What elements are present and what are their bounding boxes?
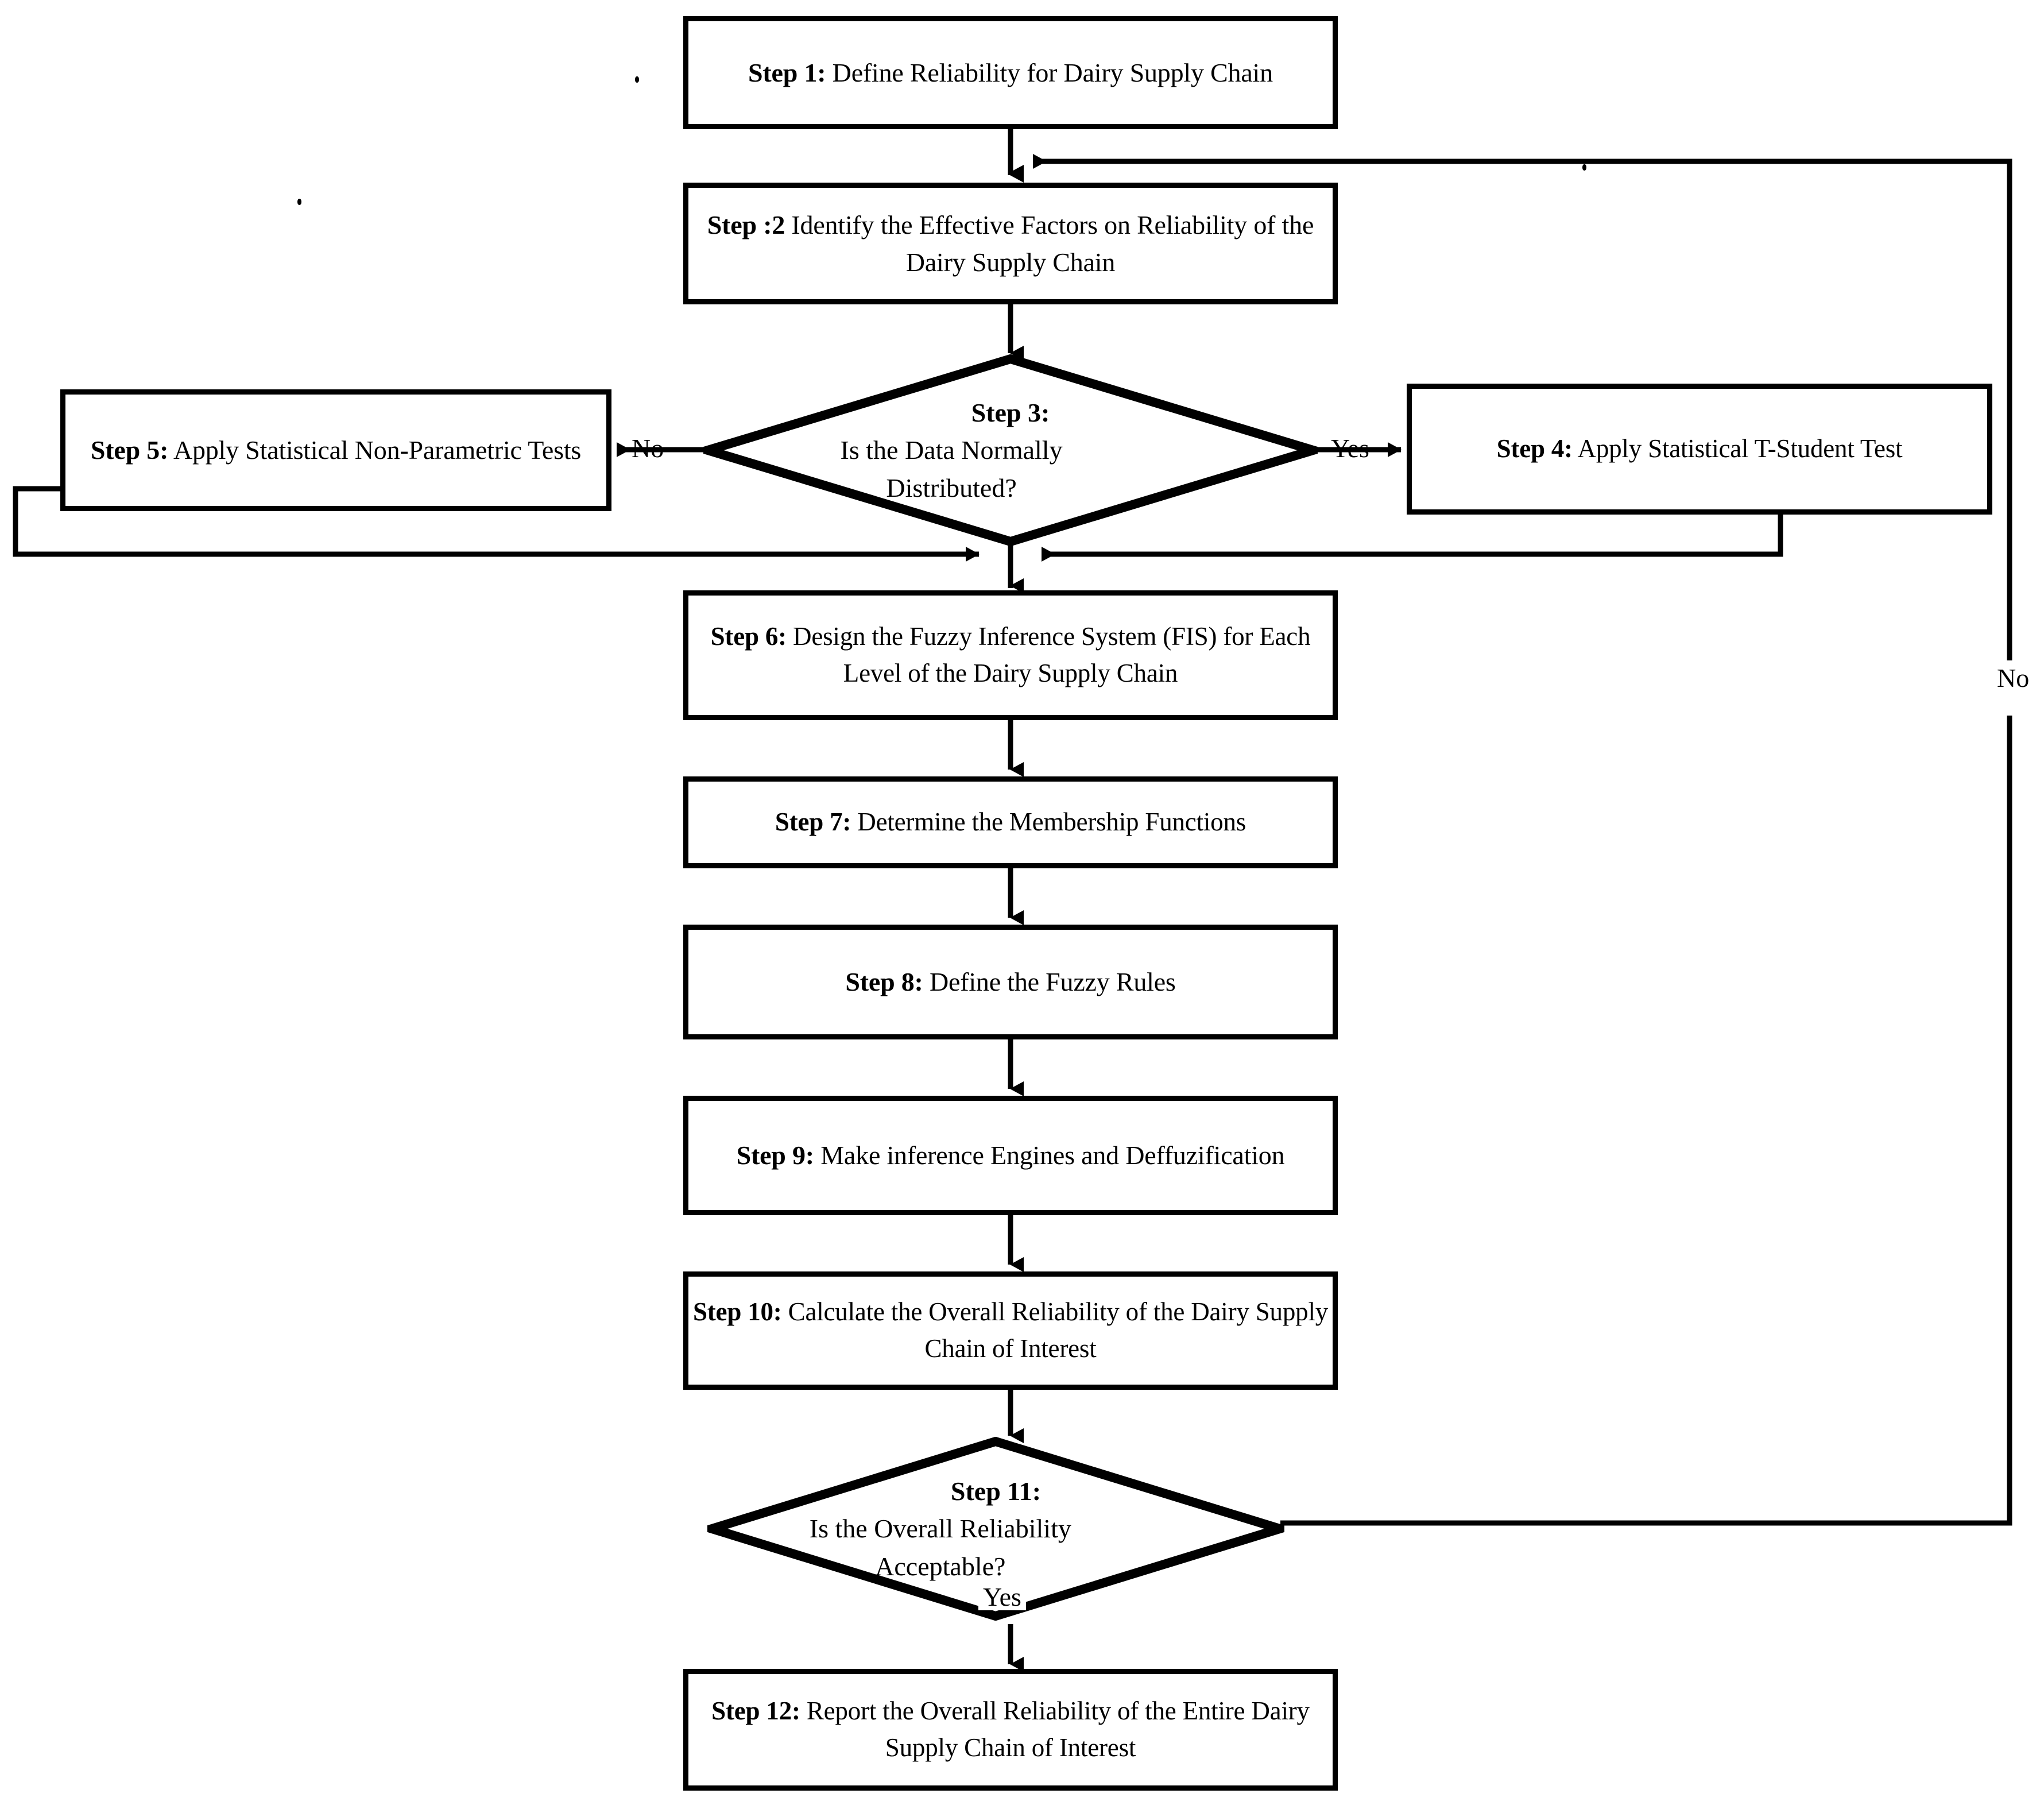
node-step-7-label: Step 7: Determine the Membership Functio… xyxy=(775,807,1246,837)
node-step-2[interactable]: Step :2 Identify the Effective Factors o… xyxy=(683,183,1338,304)
node-step-5[interactable]: Step 5: Apply Statistical Non-Parametric… xyxy=(60,389,611,511)
edge-label-step11-yes: Yes xyxy=(978,1584,1026,1610)
node-step-3[interactable]: Step 3: Is the Data Normally Distributed… xyxy=(692,354,1329,547)
node-step-6[interactable]: Step 6: Design the Fuzzy Inference Syste… xyxy=(683,590,1338,720)
node-step-4-label: Step 4: Apply Statistical T-Student Test xyxy=(1496,434,1903,463)
edge-label-step11-no: No xyxy=(1993,665,2033,691)
node-step-10[interactable]: Step 10: Calculate the Overall Reliabili… xyxy=(683,1271,1338,1390)
node-step-8[interactable]: Step 8: Define the Fuzzy Rules xyxy=(683,925,1338,1039)
node-step-5-label: Step 5: Apply Statistical Non-Parametric… xyxy=(90,435,582,465)
node-step-9-label: Step 9: Make inference Engines and Deffu… xyxy=(736,1141,1285,1170)
scan-speck-left xyxy=(297,199,301,205)
node-step-12[interactable]: Step 12: Report the Overall Reliability … xyxy=(683,1669,1338,1791)
scan-speck-upper xyxy=(635,76,639,83)
node-step-9[interactable]: Step 9: Make inference Engines and Deffu… xyxy=(683,1096,1338,1215)
node-step-12-label: Step 12: Report the Overall Reliability … xyxy=(711,1696,1310,1762)
node-step-10-label: Step 10: Calculate the Overall Reliabili… xyxy=(692,1297,1329,1363)
edge-label-step3-no: No xyxy=(632,434,664,463)
node-step-11-label: Step 11: Is the Overall Reliability Acce… xyxy=(809,1476,1071,1581)
scan-speck-right xyxy=(1582,164,1586,171)
node-step-2-label: Step :2 Identify the Effective Factors o… xyxy=(707,210,1314,277)
node-step-1[interactable]: Step 1: Define Reliability for Dairy Sup… xyxy=(683,16,1338,129)
node-step-11[interactable]: Step 11: Is the Overall Reliability Acce… xyxy=(696,1436,1296,1621)
edge-step11-no-up-lower xyxy=(1280,716,2012,1526)
edge-label-step3-yes: Yes xyxy=(1331,434,1369,463)
node-step-3-label: Step 3: Is the Data Normally Distributed… xyxy=(840,398,1063,502)
node-step-1-label: Step 1: Define Reliability for Dairy Sup… xyxy=(748,57,1273,87)
node-step-4[interactable]: Step 4: Apply Statistical T-Student Test xyxy=(1407,384,1992,515)
node-step-6-label: Step 6: Design the Fuzzy Inference Syste… xyxy=(710,622,1311,687)
step-11-diamond-shape xyxy=(696,1436,1296,1621)
node-step-7[interactable]: Step 7: Determine the Membership Functio… xyxy=(683,776,1338,868)
node-step-8-label: Step 8: Define the Fuzzy Rules xyxy=(845,967,1176,997)
